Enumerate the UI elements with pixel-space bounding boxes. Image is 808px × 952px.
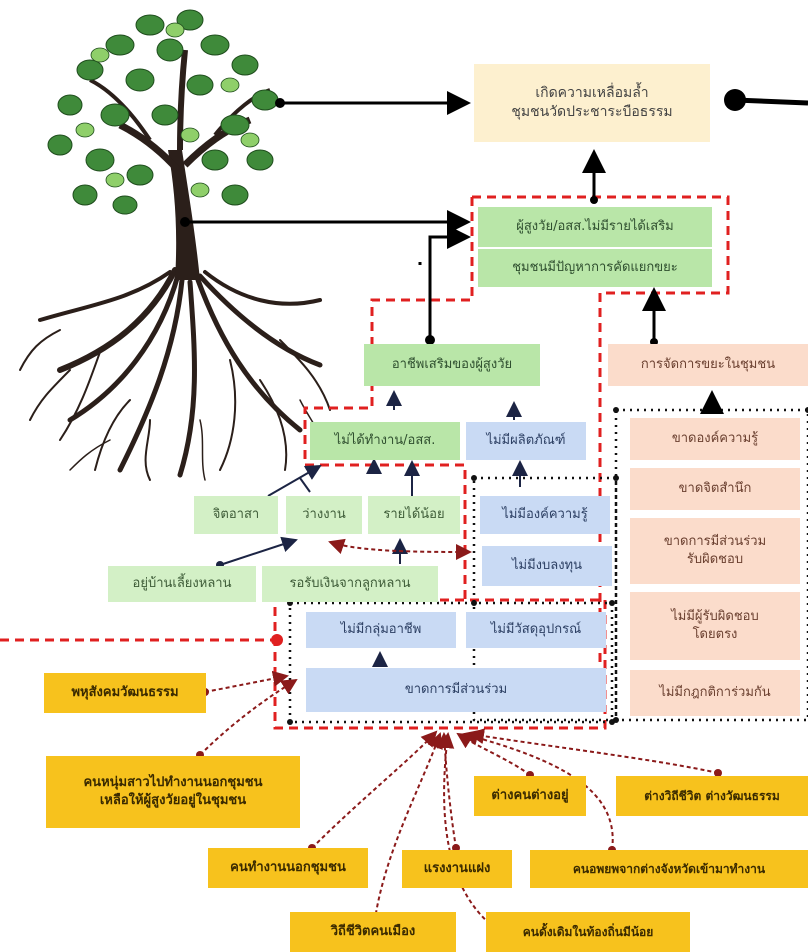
node-multicultural: พหุสังคมวัฒนธรรม (44, 673, 206, 713)
node-work-outside: คนทำงานนอกชุมชน (208, 848, 368, 888)
node-waste-problem: ชุมชนมีปัญหาการคัดแยกขยะ (478, 249, 712, 287)
node-no-work: ไม่ได้ทำงาน/อสส. (310, 422, 460, 460)
node-different-origins: ต่างคนต่างอยู่ (474, 776, 586, 816)
tree-icon (19, 9, 331, 481)
node-waiting-money: รอรับเงินจากลูกหลาน (262, 566, 438, 602)
node-elder-no-income: ผู้สูงวัย/อสส.ไม่มีรายได้เสริม (478, 207, 712, 247)
node-lack-knowledge: ขาดองค์ความรู้ (630, 418, 800, 460)
node-volunteer: จิตอาสา (194, 496, 278, 534)
node-youth-leave: คนหนุ่มสาวไปทำงานนอกชุมชน เหลือให้ผู้สูง… (46, 756, 300, 828)
node-different-lifestyle: ต่างวิถีชีวิต ต่างวัฒนธรรม (616, 776, 808, 816)
node-inequality: เกิดความเหลื่อมล้ำ ชุมชนวัดประชาระบือธรร… (474, 64, 710, 142)
node-no-knowledge: ไม่มีองค์ความรู้ (480, 496, 610, 534)
node-no-products: ไม่มีผลิตภัณฑ์ (466, 422, 586, 460)
node-no-budget: ไม่มีงบลงทุน (482, 546, 612, 586)
node-waste-management: การจัดการขยะในชุมชน (608, 344, 808, 386)
node-low-income: รายได้น้อย (368, 496, 460, 534)
node-urban-lifestyle: วิถีชีวิตคนเมือง (290, 912, 456, 952)
node-unemployed: ว่างงาน (286, 496, 362, 534)
node-no-equipment: ไม่มีวัสดุอุปกรณ์ (466, 612, 606, 648)
node-few-locals: คนดั้งเดิมในท้องถิ่นมีน้อย (486, 912, 690, 952)
node-no-responsible-person: ไม่มีผู้รับผิดชอบ โดยตรง (630, 592, 800, 660)
node-lack-responsibility: ขาดการมีส่วนร่วม รับผิดชอบ (630, 518, 800, 584)
node-lack-participation: ขาดการมีส่วนร่วม (306, 668, 606, 712)
node-no-occupation-group: ไม่มีกลุ่มอาชีพ (306, 612, 456, 648)
node-provincial-migrants: คนอพยพจากต่างจังหวัดเข้ามาทำงาน (530, 850, 808, 888)
node-no-shared-rules: ไม่มีกฎกติการ่วมกัน (630, 670, 800, 716)
node-raising-grandkids: อยู่บ้านเลี้ยงหลาน (108, 566, 256, 602)
node-migrant-labor: แรงงานแฝง (402, 850, 512, 888)
node-elder-occupation: อาชีพเสริมของผู้สูงวัย (364, 344, 540, 386)
node-lack-awareness: ขาดจิตสำนึก (630, 468, 800, 510)
